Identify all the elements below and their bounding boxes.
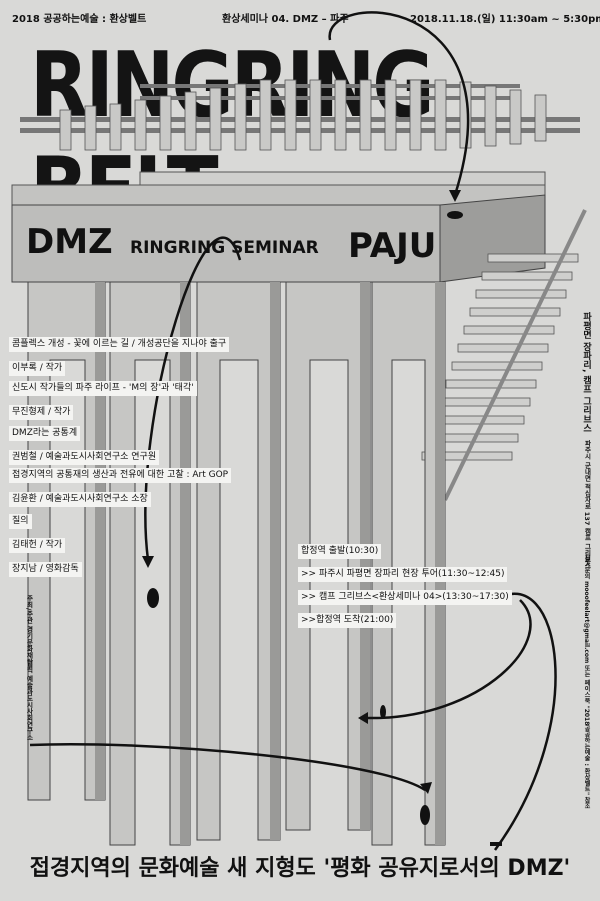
schedule-line: >>합정역 도착(21:00) bbox=[298, 613, 397, 628]
beam-label-left: DMZ bbox=[26, 222, 113, 262]
program-topic: 신도시 작가들의 파주 라이프 - 'M의 장'과 '태각' bbox=[9, 381, 197, 396]
program-speaker: 김태헌 / 작가 bbox=[9, 538, 66, 553]
program-item-1: 콤플렉스 개성 - 꽃에 이르는 길 / 개성공단을 지나야 출구 이부록 / … bbox=[9, 331, 230, 379]
header-right: 2018.11.18.(일) 11:30am ~ 5:30pm bbox=[410, 14, 600, 25]
program-item-2: 신도시 작가들의 파주 라이프 - 'M의 장'과 '태각' 무진형제 / 작가 bbox=[9, 375, 197, 423]
header-center: 환상세미나 04. DMZ – 파주 bbox=[222, 14, 349, 25]
program-speaker: 장지남 / 영화감독 bbox=[9, 562, 82, 577]
beam-label-center: RINGRING SEMINAR bbox=[130, 238, 319, 258]
contact-vertical: 참가문의 mooofeelart@gmail.com 또는 페이스북 "2018… bbox=[583, 555, 590, 810]
program-topic: 접경지역의 공통재의 생산과 전유에 대한 고찰 : Art GOP bbox=[9, 468, 232, 483]
program-item-5: 질의 김태헌 / 작가 장지남 / 영화감독 bbox=[9, 508, 82, 580]
rail-structure bbox=[20, 79, 580, 151]
program-item-4: 접경지역의 공통재의 생산과 전유에 대한 고찰 : Art GOP 김윤환 /… bbox=[9, 462, 232, 510]
program-topic: DMZ라는 공통계 bbox=[9, 426, 81, 441]
pillars bbox=[27, 281, 446, 846]
program-speaker: 김윤환 / 예술과도시사회연구소 소장 bbox=[9, 492, 151, 507]
program-topic: 질의 bbox=[9, 514, 32, 529]
schedule: 합정역 출발(10:30) >> 파주시 파평면 장파리 현장 투어(11:30… bbox=[298, 538, 512, 630]
arrow-end-mark bbox=[490, 842, 502, 846]
program-speaker: 무진형제 / 작가 bbox=[9, 405, 74, 420]
handrail bbox=[443, 209, 587, 501]
program-item-3: DMZ라는 공통계 권범철 / 예술과도시사회연구소 연구원 bbox=[9, 420, 160, 468]
host-vertical: 주최/주관 경기문화재단 bbox=[25, 595, 33, 665]
header-left: 2018 공공하는예술 : 환상벨트 bbox=[12, 14, 147, 25]
schedule-line: >> 파주시 파평면 장파리 현장 투어(11:30~12:45) bbox=[298, 567, 508, 582]
arrowheads bbox=[142, 190, 461, 794]
bottom-title: 접경지역의 문화예술 새 지형도 '평화 공유지로서의 DMZ' bbox=[29, 856, 571, 881]
program-speaker: 이부록 / 작가 bbox=[9, 361, 66, 376]
schedule-line: 합정역 출발(10:30) bbox=[298, 544, 382, 559]
program-topic: 콤플렉스 개성 - 꽃에 이르는 길 / 개성공단을 지나야 출구 bbox=[9, 337, 230, 352]
address-vertical: 파주시 군내면 적십자로 137 캠프 그리브스 bbox=[583, 440, 591, 569]
schedule-line: >> 캠프 그리브스<환상세미나 04>(13:30~17:30) bbox=[298, 590, 512, 605]
program-speaker: 권범철 / 예술과도시사회연구소 연구원 bbox=[9, 450, 160, 465]
beam-label-right: PAJU bbox=[348, 226, 437, 266]
venue-vertical: 파평면 장파리, 캠프 그리브스 bbox=[581, 312, 591, 433]
partner-vertical: 협력 예술과도시사회연구소 bbox=[25, 660, 33, 741]
beam bbox=[11, 171, 546, 283]
